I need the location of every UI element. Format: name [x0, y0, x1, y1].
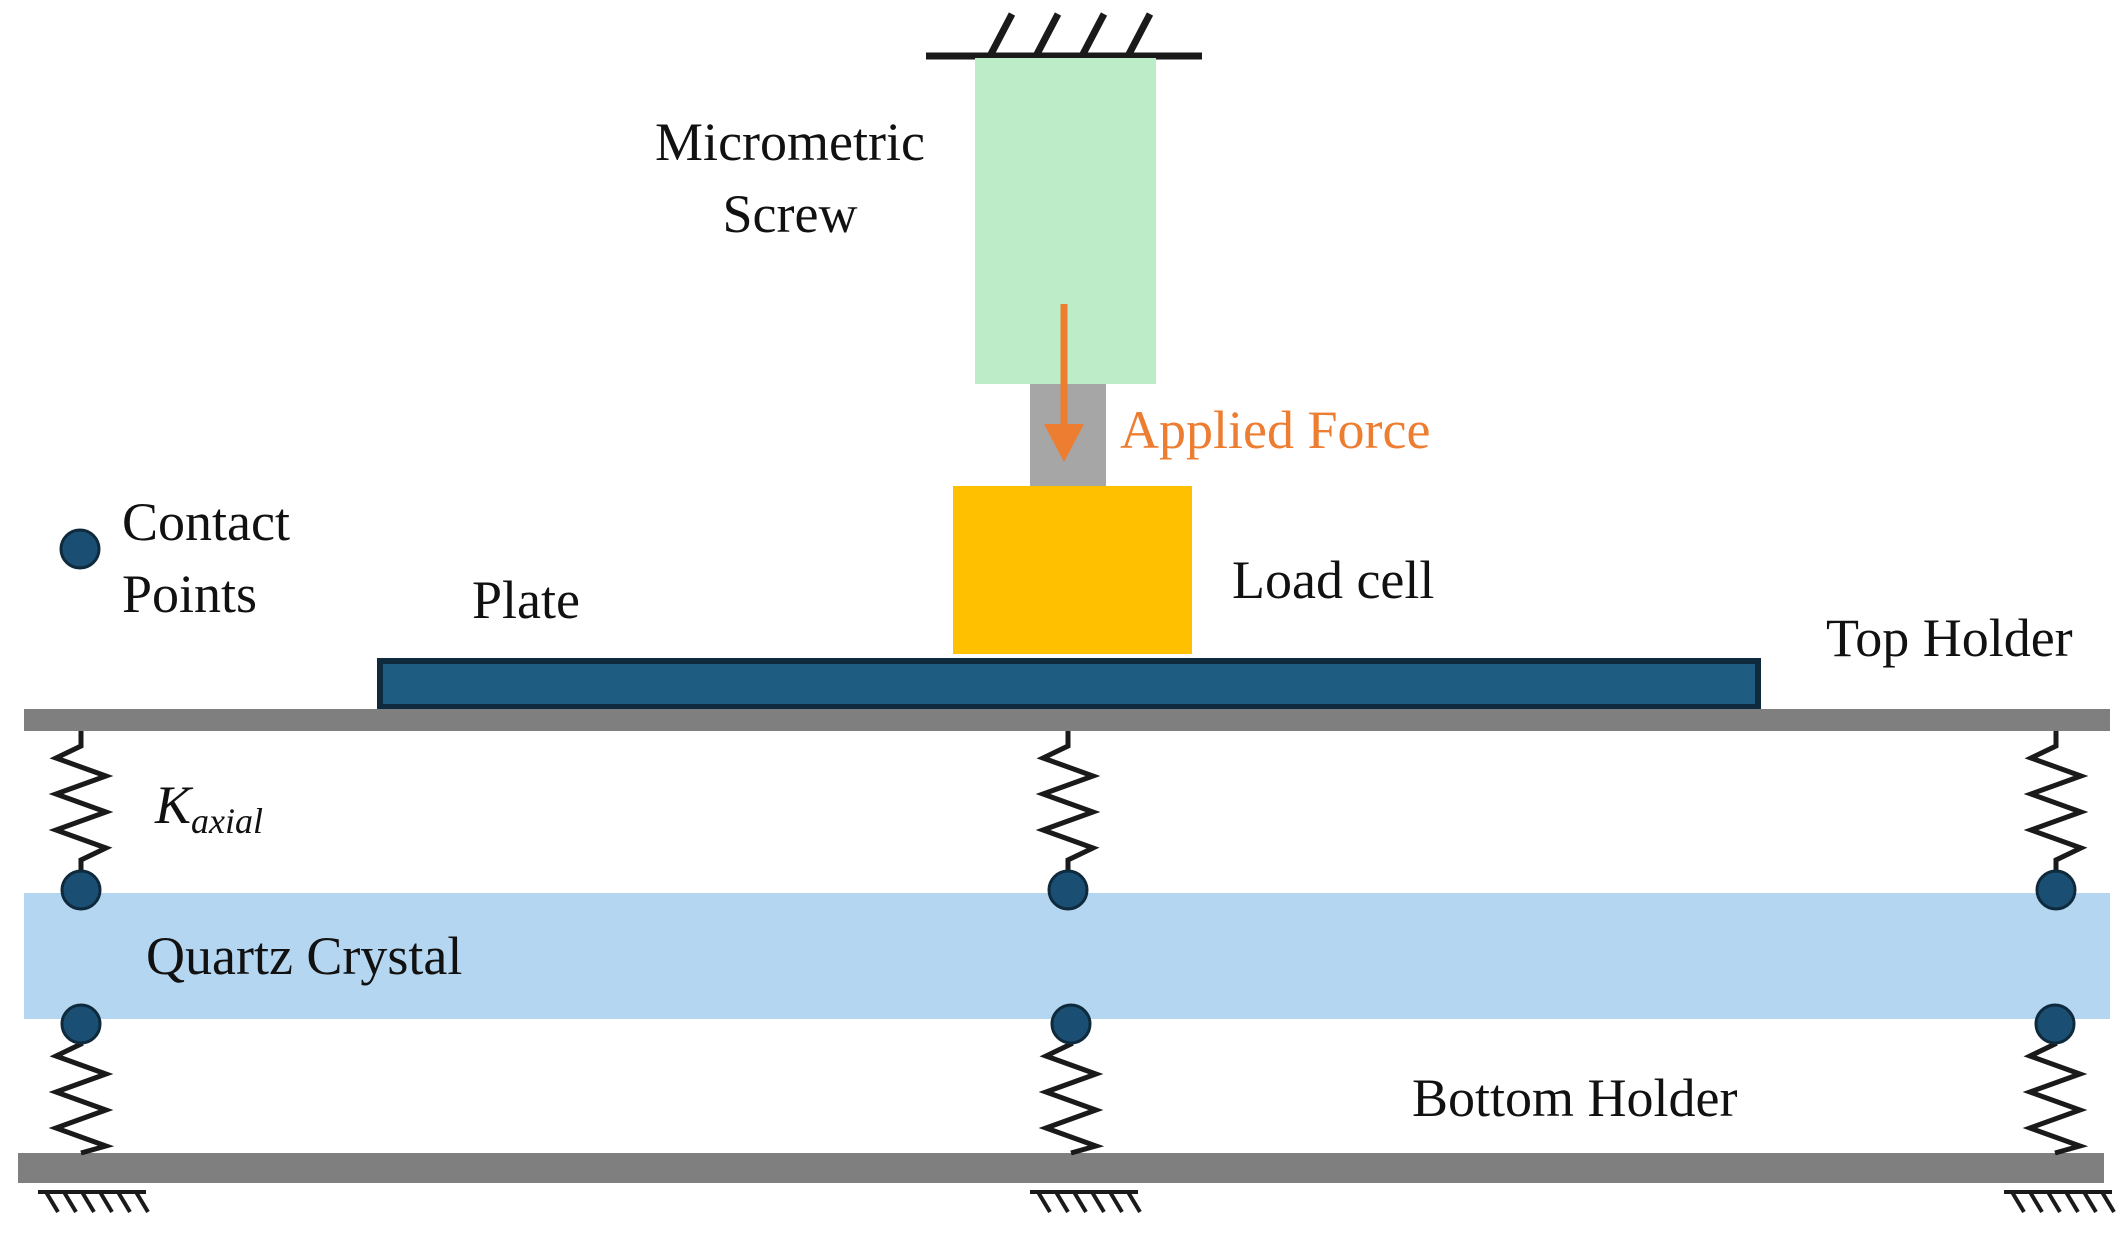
- applied-force-label: Applied Force: [1120, 400, 1430, 460]
- contact-point: [1050, 1003, 1092, 1045]
- lower-springs: [48, 1030, 2089, 1156]
- upper-spring-middle: [1035, 731, 1101, 882]
- contact-point: [2035, 869, 2077, 911]
- contact-point: [60, 1003, 102, 1045]
- ground-middle: [1030, 1190, 1142, 1214]
- bottom-holder-label: Bottom Holder: [1412, 1068, 1737, 1128]
- contact-points-label-line1: Contact: [122, 492, 290, 552]
- plate: [377, 658, 1761, 710]
- load-cell: [953, 486, 1192, 654]
- lower-spring-right: [2022, 1030, 2089, 1156]
- ground-left: [38, 1190, 150, 1214]
- micrometric-screw-label-line1: Micrometric: [655, 112, 925, 172]
- upper-spring-left: [48, 731, 114, 882]
- quartz-crystal-label: Quartz Crystal: [146, 926, 462, 986]
- k-axial-label: Kaxial: [154, 775, 263, 841]
- load-cell-label: Load cell: [1232, 550, 1434, 610]
- lower-spring-middle: [1038, 1030, 1105, 1156]
- upper-spring-right: [2023, 731, 2089, 882]
- top-fixed-support: [926, 12, 1202, 60]
- lower-spring-left: [48, 1030, 115, 1156]
- contact-point: [1047, 869, 1089, 911]
- plate-label: Plate: [472, 570, 580, 630]
- top-holder-label: Top Holder: [1826, 608, 2073, 668]
- micrometric-screw-label-line2: Screw: [723, 184, 858, 244]
- upper-springs: [48, 731, 2089, 882]
- k-symbol: K: [154, 775, 194, 835]
- bottom-ground-supports: [38, 1190, 2116, 1214]
- contact-point-legend: [59, 528, 101, 570]
- bottom-holder-bar: [18, 1153, 2104, 1183]
- quartz-crystal-band: [24, 893, 2110, 1019]
- contact-point: [60, 869, 102, 911]
- ground-right: [2004, 1190, 2116, 1214]
- k-subscript: axial: [191, 801, 263, 841]
- applied-force-arrow: [1044, 304, 1084, 462]
- top-holder-bar: [24, 709, 2110, 731]
- contact-points: [59, 528, 2077, 1045]
- contact-point: [2034, 1003, 2076, 1045]
- contact-points-label-line2: Points: [122, 564, 257, 624]
